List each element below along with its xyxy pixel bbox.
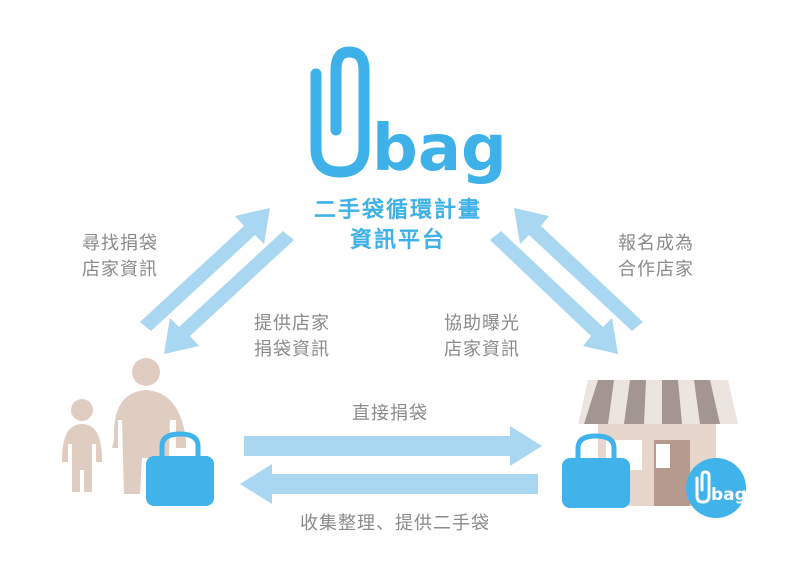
logo-text: bag (372, 112, 507, 186)
shopping-bag-icon-left (146, 431, 214, 506)
ubag-logo: bag (310, 46, 507, 186)
label-assist-line2: 店家資訊 (444, 339, 520, 360)
arrow-to-people-from-platform (164, 231, 294, 354)
label-register-line1: 報名成為 (618, 233, 694, 254)
label-direct-donate: 直接捐袋 (352, 403, 428, 424)
logo-clip-icon (310, 46, 370, 178)
ubag-badge: bag (686, 458, 747, 518)
shopping-bag-icon-right (562, 433, 630, 508)
platform-title-line2: 資訊平台 (349, 228, 446, 253)
arrow-people-to-shop (244, 426, 542, 466)
arrow-to-platform-from-shop (514, 208, 643, 331)
label-provide-line1: 提供店家 (254, 313, 330, 334)
platform-title-line1: 二手袋循環計畫 (313, 198, 482, 223)
label-find-bag-line1: 尋找捐袋 (82, 233, 158, 254)
arrow-shop-to-people (240, 464, 538, 504)
arrow-to-shop-from-platform (490, 231, 618, 354)
label-assist-line1: 協助曝光 (444, 313, 520, 334)
label-find-bag-line2: 店家資訊 (82, 259, 158, 280)
label-collect: 收集整理、提供二手袋 (300, 513, 490, 534)
label-register-line2: 合作店家 (618, 259, 694, 280)
label-provide-line2: 捐袋資訊 (254, 339, 330, 360)
badge-text: bag (711, 485, 747, 505)
arrow-to-platform-from-people (140, 208, 270, 331)
